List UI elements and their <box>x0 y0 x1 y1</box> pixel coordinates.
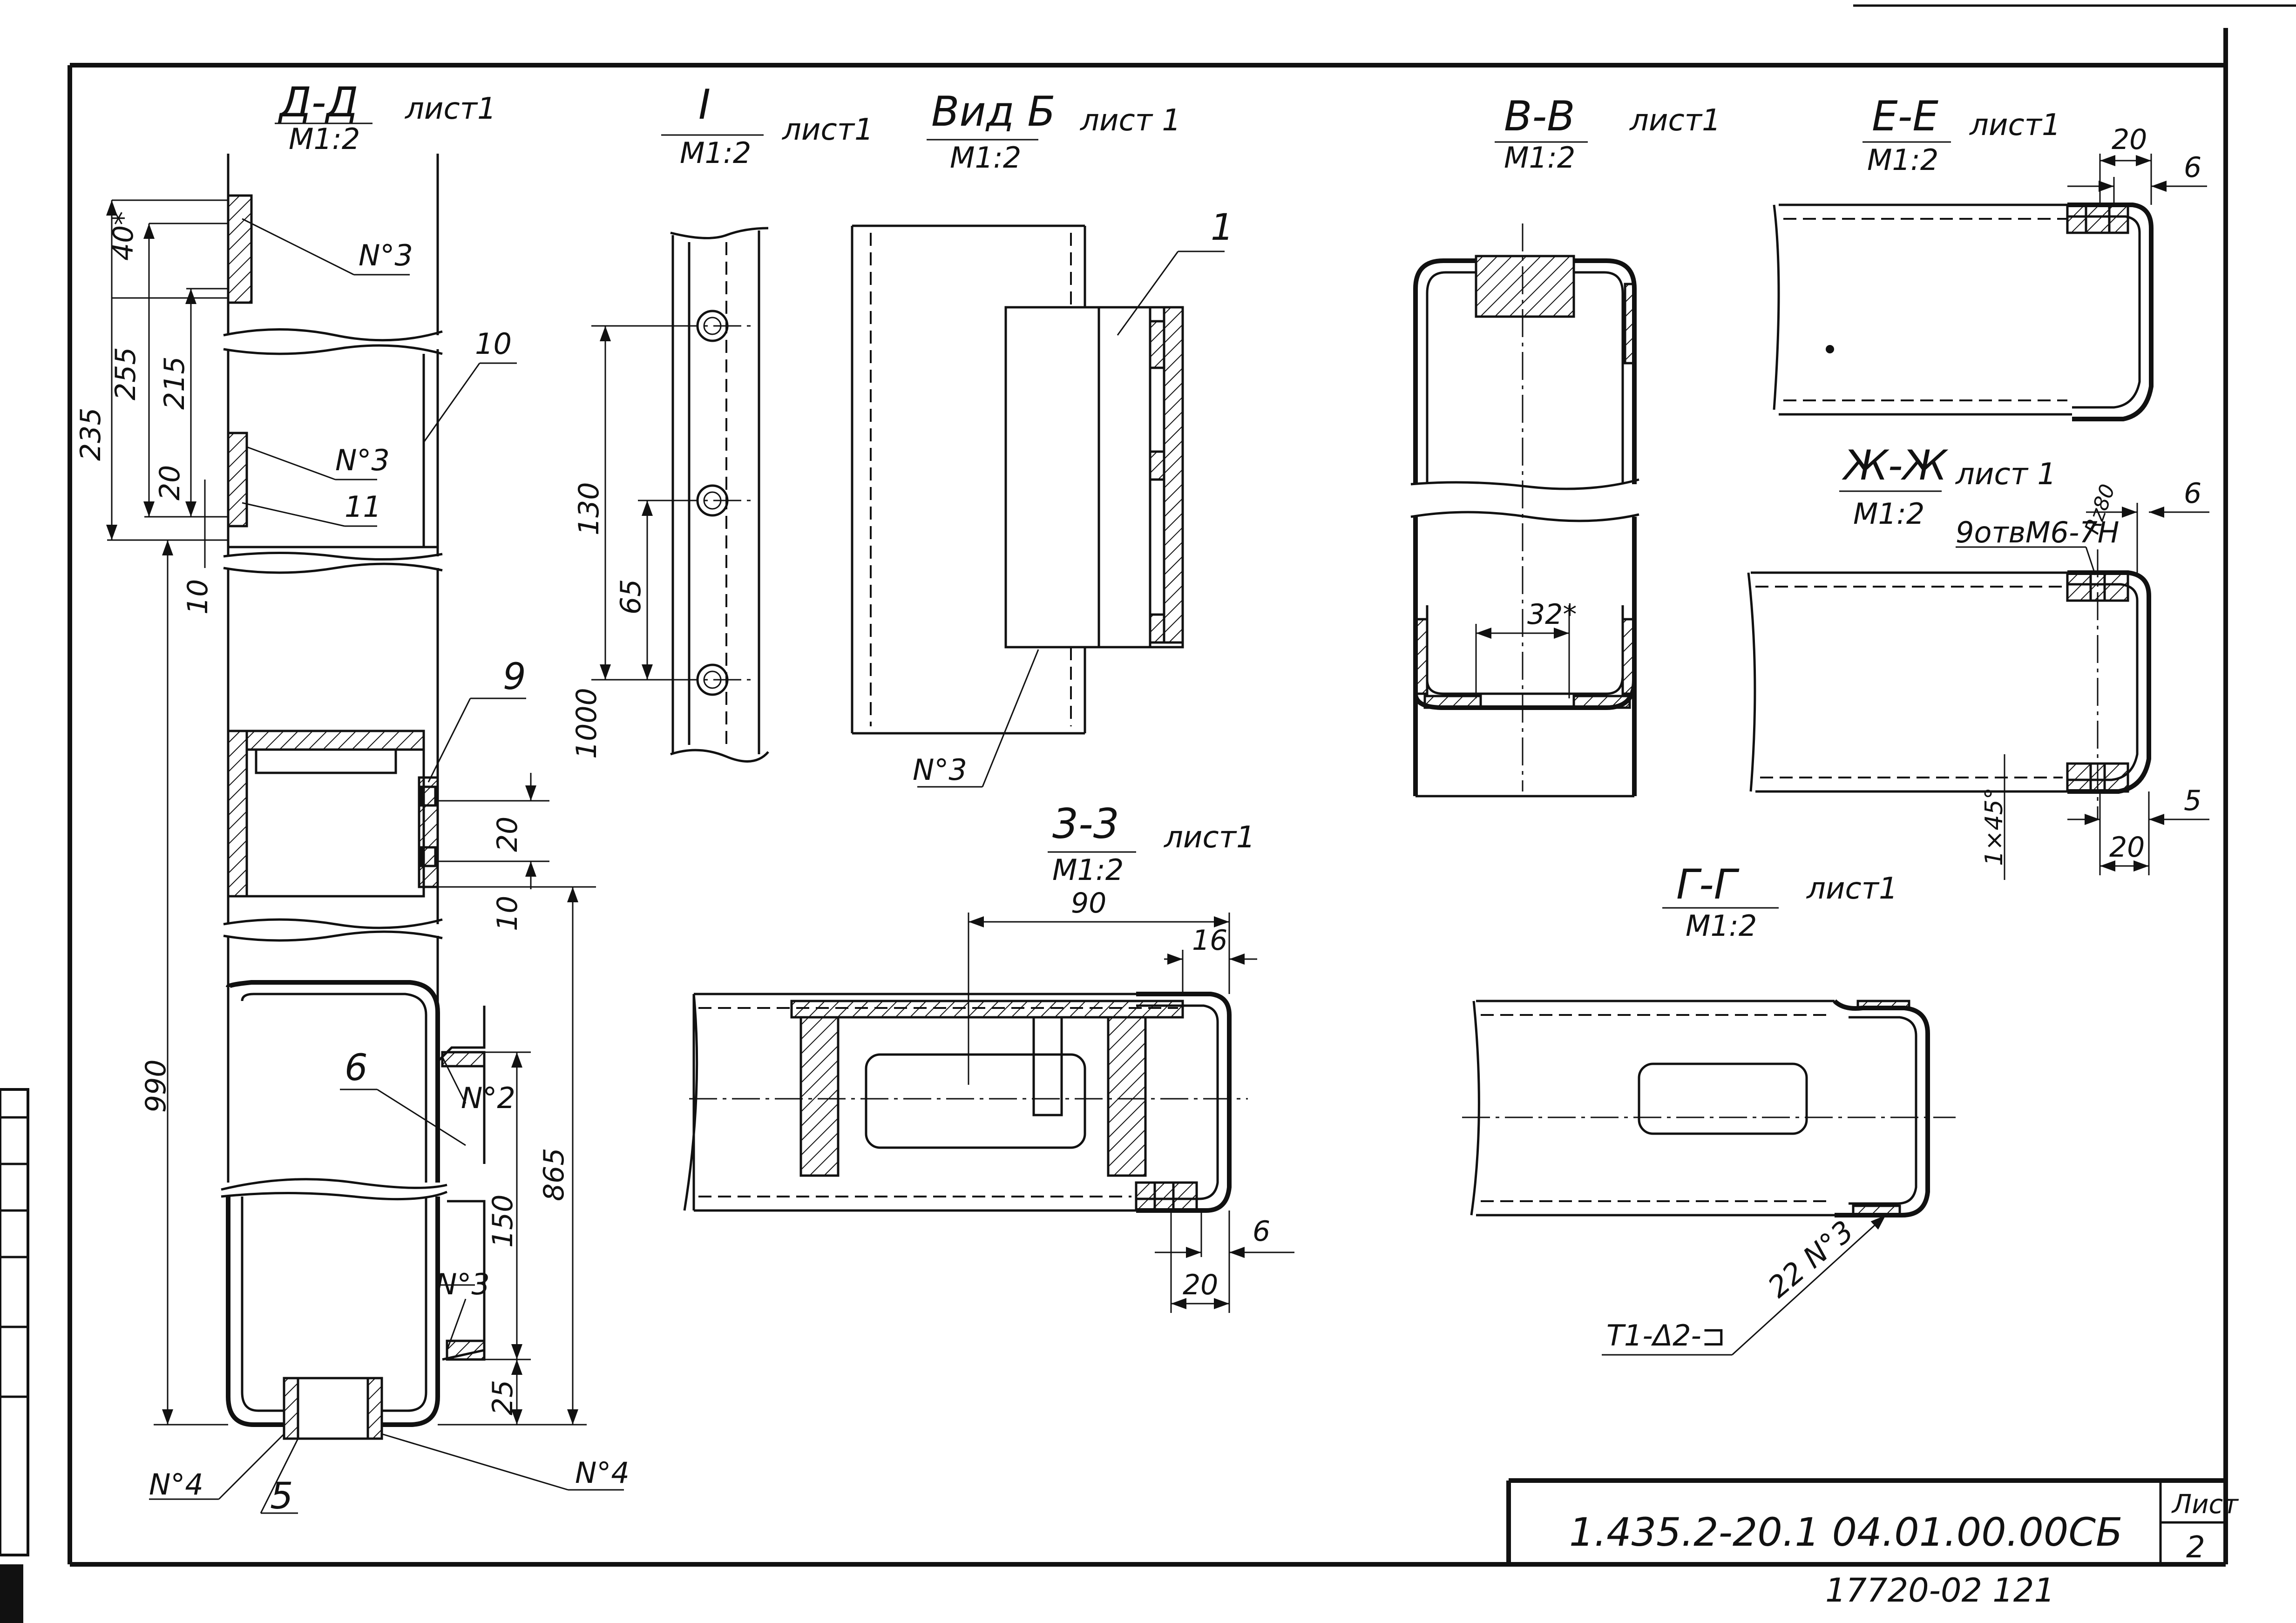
view-vv-sheet: лист1 <box>1629 103 1721 138</box>
label-part-6: 6 <box>345 1047 368 1089</box>
drawing-frame <box>0 4 2296 1623</box>
view-i-holes <box>671 310 754 696</box>
title-block: 1.435.2-20.1 04.01.00.00СБ Лист 2 17720-… <box>1506 1478 2239 1609</box>
dim-zz-6: 6 <box>1253 1215 1270 1248</box>
view-vidb-sheet: лист 1 <box>1079 103 1181 138</box>
label-weld-22-n3: 22 N°3 <box>1761 1214 1860 1304</box>
view-dd-dimensions: 40* 255 215 235 20 10 990 20 10 865 150 … <box>75 199 596 1426</box>
dim-zz-16: 16 <box>1192 924 1227 957</box>
dim-215: 215 <box>158 356 191 410</box>
doc-number: 1.435.2-20.1 04.01.00.00СБ <box>1569 1509 2123 1555</box>
view-gg-sheet: лист1 <box>1806 872 1898 906</box>
view-dd: Д-Д М1:2 лист1 <box>75 78 630 1517</box>
view-vv-title: В-В <box>1504 92 1575 140</box>
view-vidb: Вид Б М1:2 лист 1 1 N°3 <box>851 88 1234 788</box>
label-vidb-n3: N°3 <box>913 753 967 787</box>
dim-150: 150 <box>487 1194 519 1248</box>
dim-130: 130 <box>573 482 605 535</box>
dim-32-star: 32* <box>1527 598 1577 631</box>
label-n4-left: N°4 <box>149 1467 203 1501</box>
dim-1000: 1000 <box>570 688 603 759</box>
view-ee: Е-Е М1:2 лист1 20 6 <box>1773 92 2207 421</box>
label-part-11: 11 <box>345 490 381 524</box>
view-gg-weld: 22 N°3 Т1-Δ2-⊐ <box>1602 1214 1887 1356</box>
view-dd-leaders: N°3 10 N°3 11 9 6 N°2 N°3 N°4 <box>149 218 630 1517</box>
dim-20-part9: 20 <box>491 817 524 852</box>
view-zz-sheet: лист1 <box>1163 820 1255 855</box>
label-chamfer: 1×45° <box>1980 787 2008 866</box>
dim-zz-90: 90 <box>1071 887 1106 920</box>
label-n3-mid: N°3 <box>335 443 390 477</box>
view-ee-scale: М1:2 <box>1867 143 1938 177</box>
view-ee-sheet: лист1 <box>1969 108 2061 142</box>
view-vv-scale: М1:2 <box>1504 141 1575 175</box>
dim-zhzh-6: 6 <box>2184 477 2201 510</box>
view-dd-sheet: лист1 <box>404 92 496 126</box>
dim-10-part9: 10 <box>491 896 524 931</box>
dim-25: 25 <box>487 1380 519 1415</box>
view-dd-scale: М1:2 <box>289 122 360 156</box>
view-zhzh-sheet: лист 1 <box>1955 457 2056 492</box>
view-gg-scale: М1:2 <box>1686 909 1757 943</box>
label-part-1: 1 <box>1211 207 1234 249</box>
label-n4-right: N°4 <box>575 1456 630 1490</box>
archive-number: 17720-02 121 <box>1825 1571 2055 1609</box>
label-part-10: 10 <box>475 327 512 361</box>
label-holes-m6: 9отвМ6-7Н <box>1956 515 2119 549</box>
label-n3-bottom: N°3 <box>435 1267 490 1301</box>
dim-255: 255 <box>109 347 142 400</box>
view-i-sheet: лист1 <box>781 113 874 147</box>
label-n2: N°2 <box>461 1081 515 1115</box>
view-zhzh: Ж-Ж М1:2 лист 1 9отвМ6-7Н Rz80 6 5 <box>1747 441 2209 880</box>
view-zhzh-scale: М1:2 <box>1853 497 1924 531</box>
dim-zhzh-20: 20 <box>2109 831 2145 864</box>
dim-20-top: 20 <box>154 465 186 500</box>
dim-235: 235 <box>75 407 107 461</box>
label-part-9: 9 <box>503 656 526 698</box>
dim-ee-20: 20 <box>2112 123 2147 156</box>
view-i-scale: М1:2 <box>680 136 751 170</box>
sheet-label: Лист <box>2171 1489 2239 1520</box>
dim-65: 65 <box>615 579 647 615</box>
label-n3-top: N°3 <box>359 238 413 272</box>
label-part-5: 5 <box>270 1475 293 1517</box>
view-zhzh-annotations: 9отвМ6-7Н Rz80 6 5 20 1×45° <box>1956 477 2209 880</box>
view-zz: 3-3 М1:2 лист1 90 16 <box>683 800 1294 1313</box>
view-vidb-leaders: 1 N°3 <box>913 207 1234 788</box>
dim-40-star: 40* <box>107 211 140 261</box>
view-ee-title: Е-Е <box>1872 92 1938 140</box>
view-vv: В-В М1:2 лист1 32* <box>1410 92 1721 798</box>
view-ee-dimensions: 20 6 <box>2067 123 2207 205</box>
dim-990: 990 <box>140 1059 172 1113</box>
view-dd-header: Д-Д М1:2 лист1 <box>275 78 496 156</box>
view-vidb-title: Вид Б <box>931 88 1056 135</box>
view-i: I М1:2 лист1 130 65 1000 <box>570 81 874 763</box>
view-vv-dimensions: 32* <box>1475 598 1577 698</box>
view-zz-scale: М1:2 <box>1052 853 1124 887</box>
dim-zhzh-5: 5 <box>2184 784 2201 817</box>
dim-zz-20: 20 <box>1183 1269 1218 1301</box>
view-gg-title: Г-Г <box>1676 860 1740 908</box>
view-i-dimensions: 130 65 1000 <box>570 325 698 759</box>
view-vidb-scale: М1:2 <box>950 141 1021 175</box>
sheet-number: 2 <box>2186 1530 2205 1565</box>
view-zhzh-title: Ж-Ж <box>1842 441 1949 489</box>
dim-ee-6: 6 <box>2184 151 2201 184</box>
view-zz-dimensions: 90 16 6 20 <box>968 887 1294 1313</box>
dim-10-top: 10 <box>182 579 214 615</box>
view-zz-title: 3-3 <box>1052 800 1119 848</box>
view-gg: Г-Г М1:2 лист1 22 N°3 Т1-Δ2-⊐ <box>1462 860 1956 1356</box>
label-weld-symbol: Т1-Δ2-⊐ <box>1606 1319 1726 1352</box>
dim-865: 865 <box>538 1148 570 1201</box>
view-dd-title: Д-Д <box>278 78 358 126</box>
view-i-title: I <box>698 81 711 128</box>
